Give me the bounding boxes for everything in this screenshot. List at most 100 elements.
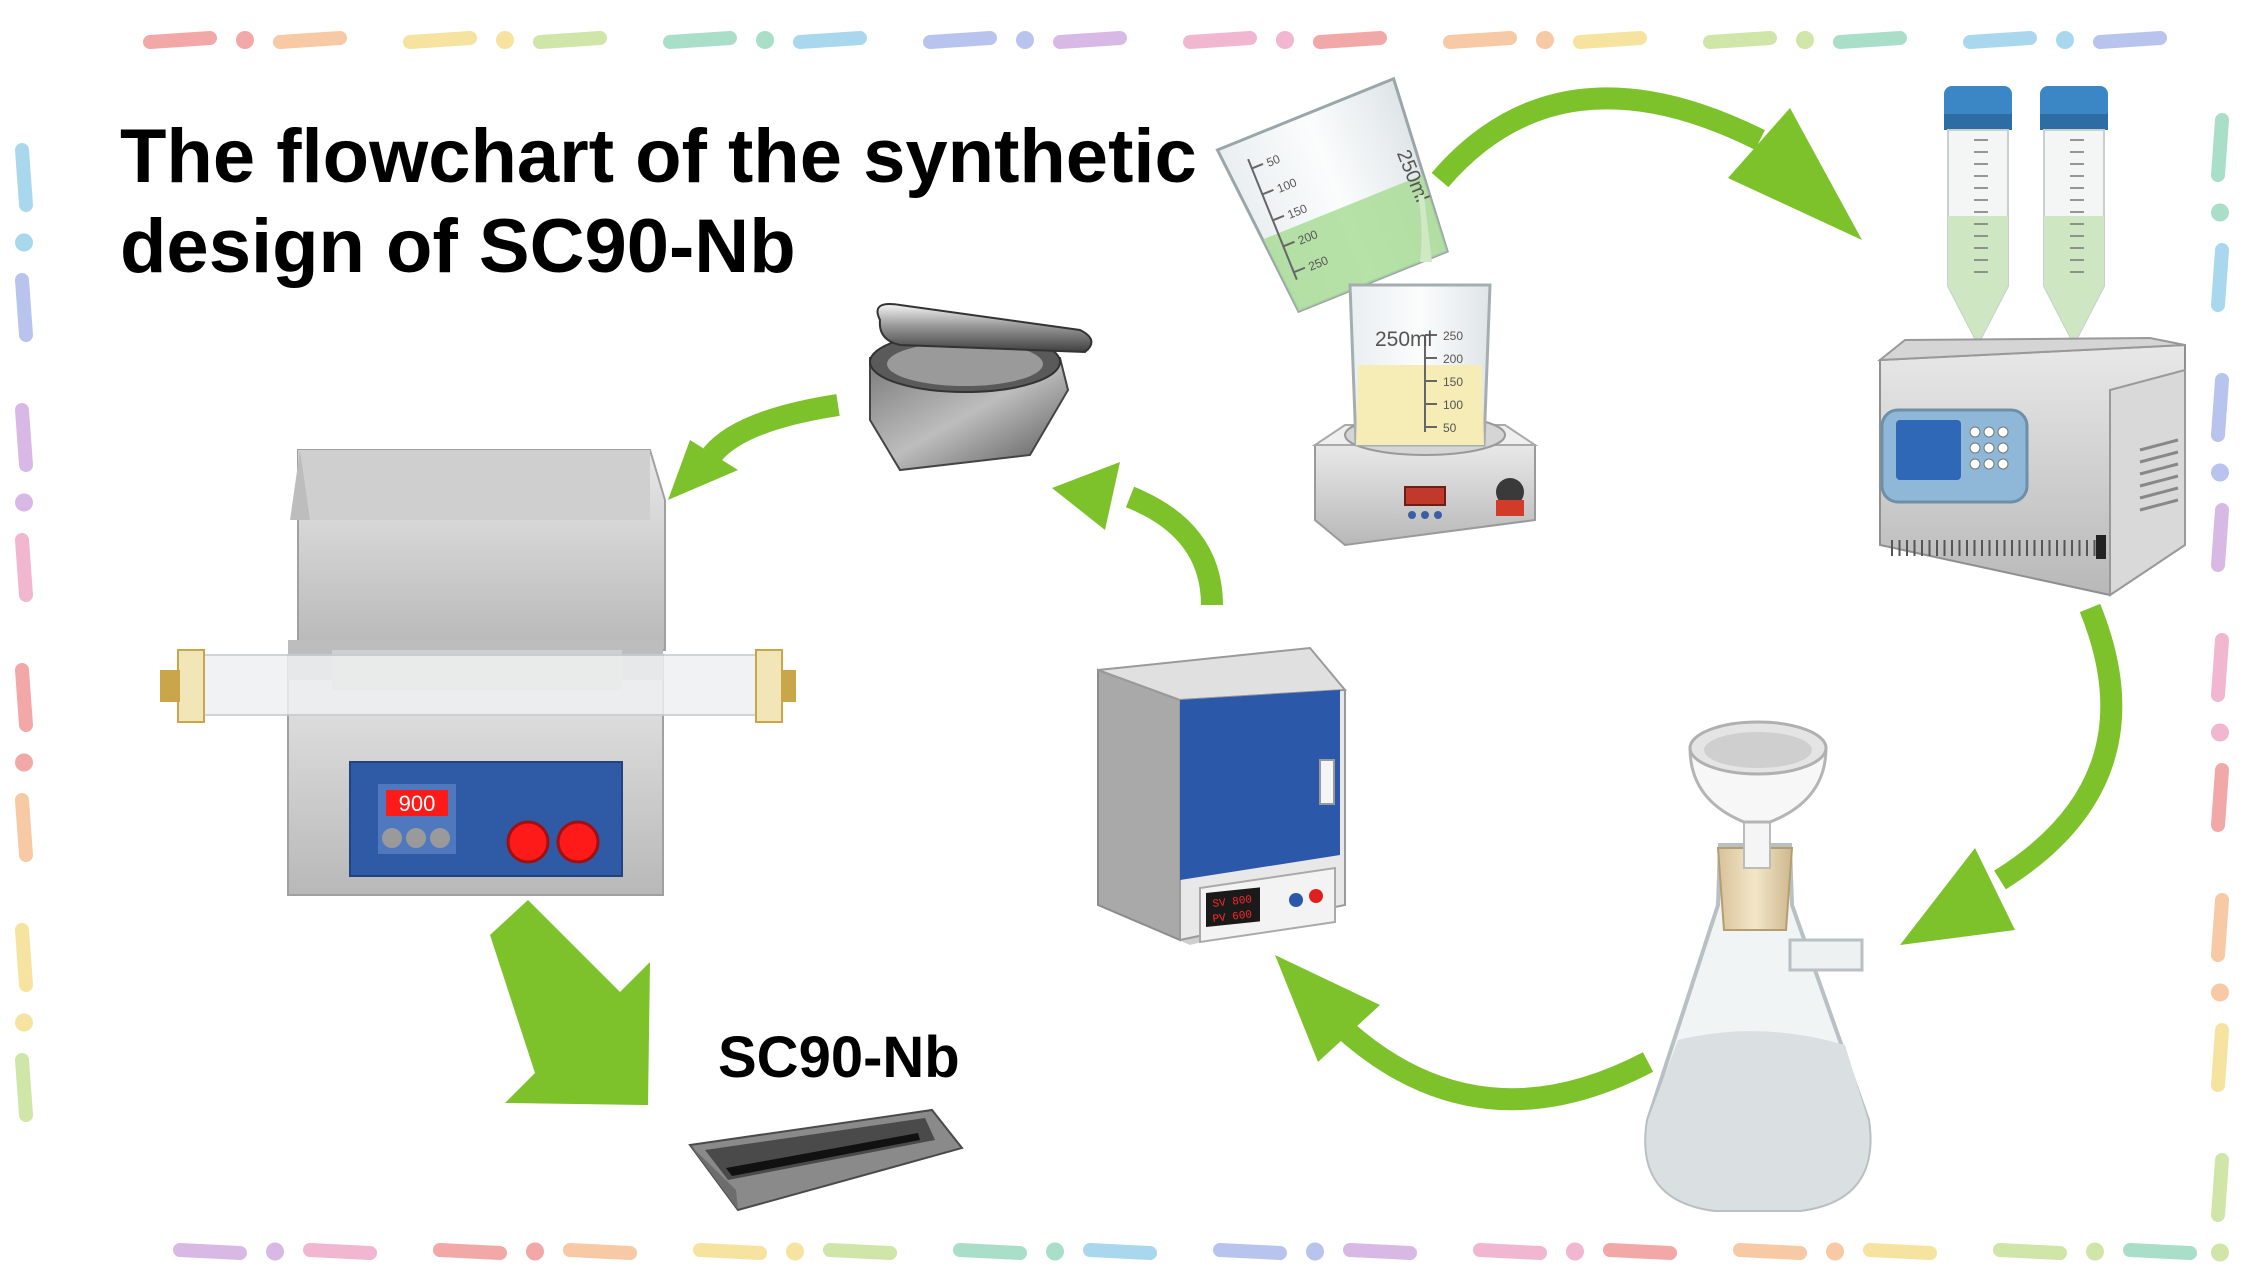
border-dash — [1963, 31, 2037, 49]
flow-arrows — [490, 87, 2123, 1111]
arrow-furnace-to-product — [490, 900, 650, 1105]
oven-display-pv: PV 600 — [1212, 909, 1253, 926]
arrow-mortar-to-furnace — [668, 394, 840, 500]
border-dot — [236, 31, 254, 49]
border-dash — [693, 1243, 767, 1260]
border-dash — [1343, 1243, 1417, 1260]
border-dot — [15, 1013, 33, 1032]
tube-furnace-icon: 900 — [160, 449, 796, 896]
border-dot — [1566, 1242, 1584, 1261]
border-dot — [15, 233, 33, 252]
border-dash — [1863, 1243, 1937, 1260]
border-dash — [15, 923, 33, 992]
centrifuge-tubes-icon — [1944, 86, 2108, 347]
page-title: The flowchart of the synthetic design of… — [120, 112, 1240, 292]
border-dash — [1473, 1243, 1547, 1260]
border-dash — [1053, 31, 1127, 49]
border-dot — [2086, 1242, 2104, 1261]
border-dot — [15, 753, 33, 772]
border-dash — [2211, 893, 2229, 962]
furnace-temperature-display: 900 — [399, 791, 436, 816]
border-dash — [273, 31, 347, 49]
filtration-flask-icon — [1644, 720, 1872, 1212]
title-line-1: The flowchart of the synthetic — [120, 114, 1197, 199]
border-dash — [1833, 31, 1907, 49]
boat-crucible-icon — [688, 1108, 964, 1212]
border-dash — [2123, 1243, 2197, 1260]
arrow-filter-to-oven — [1275, 955, 1654, 1111]
product-label: SC90-Nb — [718, 1025, 960, 1090]
arrow-beaker-to-tubes — [1431, 87, 1862, 240]
border-dash — [173, 1243, 247, 1260]
border-dash — [1573, 31, 1647, 49]
border-dash — [823, 1243, 897, 1260]
border-dash — [663, 31, 737, 49]
drying-oven-icon: SV 800 PV 600 — [1097, 646, 1348, 945]
border-dot — [1306, 1242, 1324, 1261]
graduation-label: 100 — [1443, 398, 1463, 412]
border-dash — [2211, 243, 2229, 312]
border-dot — [1046, 1242, 1064, 1261]
border-dot — [2211, 1243, 2229, 1262]
border-dash — [403, 31, 477, 49]
border-dash — [1083, 1243, 1157, 1260]
border-dot — [496, 31, 514, 49]
border-dash — [15, 143, 33, 212]
oven-display-sv: SV 800 — [1212, 894, 1253, 911]
border-dash — [15, 663, 33, 732]
border-dot — [2056, 31, 2074, 49]
centrifuge-keypad — [1969, 426, 2009, 470]
border-dot — [1536, 31, 1554, 49]
border-dash — [15, 403, 33, 472]
border-dash — [303, 1243, 377, 1260]
mortar-pestle-icon — [869, 303, 1093, 472]
arrow-centrifuge-to-filter — [1900, 603, 2123, 945]
border-dash — [15, 793, 33, 862]
border-dash — [2211, 113, 2229, 182]
border-dash — [1733, 1243, 1807, 1260]
border-dash — [2211, 1023, 2229, 1092]
border-dash — [1213, 1243, 1287, 1260]
decorative-dashed-border — [15, 31, 2229, 1262]
border-dash — [2211, 503, 2229, 572]
border-dash — [143, 31, 217, 49]
border-dot — [2211, 463, 2229, 482]
border-dot — [1796, 31, 1814, 49]
border-dash — [1603, 1243, 1677, 1260]
border-dot — [1016, 31, 1034, 49]
border-dash — [15, 1053, 33, 1122]
graduation-label: 200 — [1443, 352, 1463, 366]
border-dot — [786, 1242, 804, 1261]
border-dot — [756, 31, 774, 49]
stirrer-beaker-volume-label: 250ml — [1375, 328, 1432, 351]
border-dash — [923, 31, 997, 49]
border-dash — [2211, 633, 2229, 702]
border-dot — [526, 1242, 544, 1261]
graduation-label: 50 — [1443, 421, 1457, 435]
border-dash — [2211, 763, 2229, 832]
title-line-2: design of SC90-Nb — [120, 204, 796, 289]
border-dot — [266, 1242, 284, 1261]
pouring-stream — [1418, 195, 1432, 262]
border-dash — [1703, 31, 1777, 49]
border-dash — [533, 31, 607, 49]
graduation-label: 150 — [1443, 375, 1463, 389]
border-dot — [2211, 723, 2229, 742]
border-dash — [2093, 31, 2167, 49]
border-dash — [15, 533, 33, 602]
border-dot — [1826, 1242, 1844, 1261]
border-dash — [1443, 31, 1517, 49]
border-dash — [15, 273, 33, 342]
graduation-label: 50 — [1264, 152, 1282, 170]
arrow-oven-to-mortar — [1052, 462, 1223, 606]
border-dash — [953, 1243, 1027, 1260]
border-dot — [15, 493, 33, 512]
border-dot — [2211, 983, 2229, 1002]
border-dash — [2211, 373, 2229, 442]
border-dash — [433, 1243, 507, 1260]
border-dash — [793, 31, 867, 49]
